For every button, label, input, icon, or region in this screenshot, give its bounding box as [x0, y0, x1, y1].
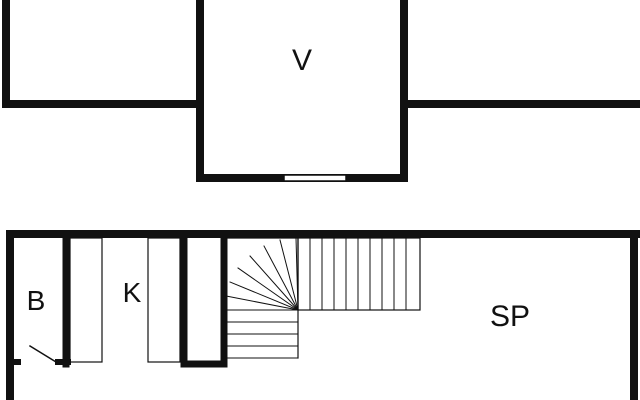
- room-label-veranda: V: [292, 44, 312, 77]
- kitchen-counter-right: [147, 237, 181, 363]
- stair-winder: [225, 295, 299, 311]
- stair-winder: [229, 281, 299, 311]
- wall-kitchen-block: [180, 230, 228, 368]
- wall-veranda: [196, 0, 408, 182]
- wall-lower-outer: [6, 230, 640, 400]
- stair-winder: [263, 245, 299, 311]
- room-label-kitchen: K: [123, 277, 142, 308]
- kitchen-counter-left: [69, 237, 103, 363]
- stair-winder: [279, 239, 299, 311]
- room-label-living-room: SP: [490, 300, 530, 333]
- stair-winder: [295, 237, 299, 311]
- bathroom-door: [28, 344, 58, 364]
- lower-plan-section: [6, 230, 640, 400]
- veranda-door-opening: [283, 174, 347, 182]
- stair-winder: [237, 267, 299, 311]
- upper-plan-section: [2, 0, 640, 182]
- stair-flight-horizontal: [297, 237, 421, 311]
- stair-winder: [249, 255, 299, 311]
- stair-outline: [225, 237, 299, 311]
- wall-upper-left: [2, 0, 204, 108]
- room-label-bathroom: B: [27, 285, 46, 316]
